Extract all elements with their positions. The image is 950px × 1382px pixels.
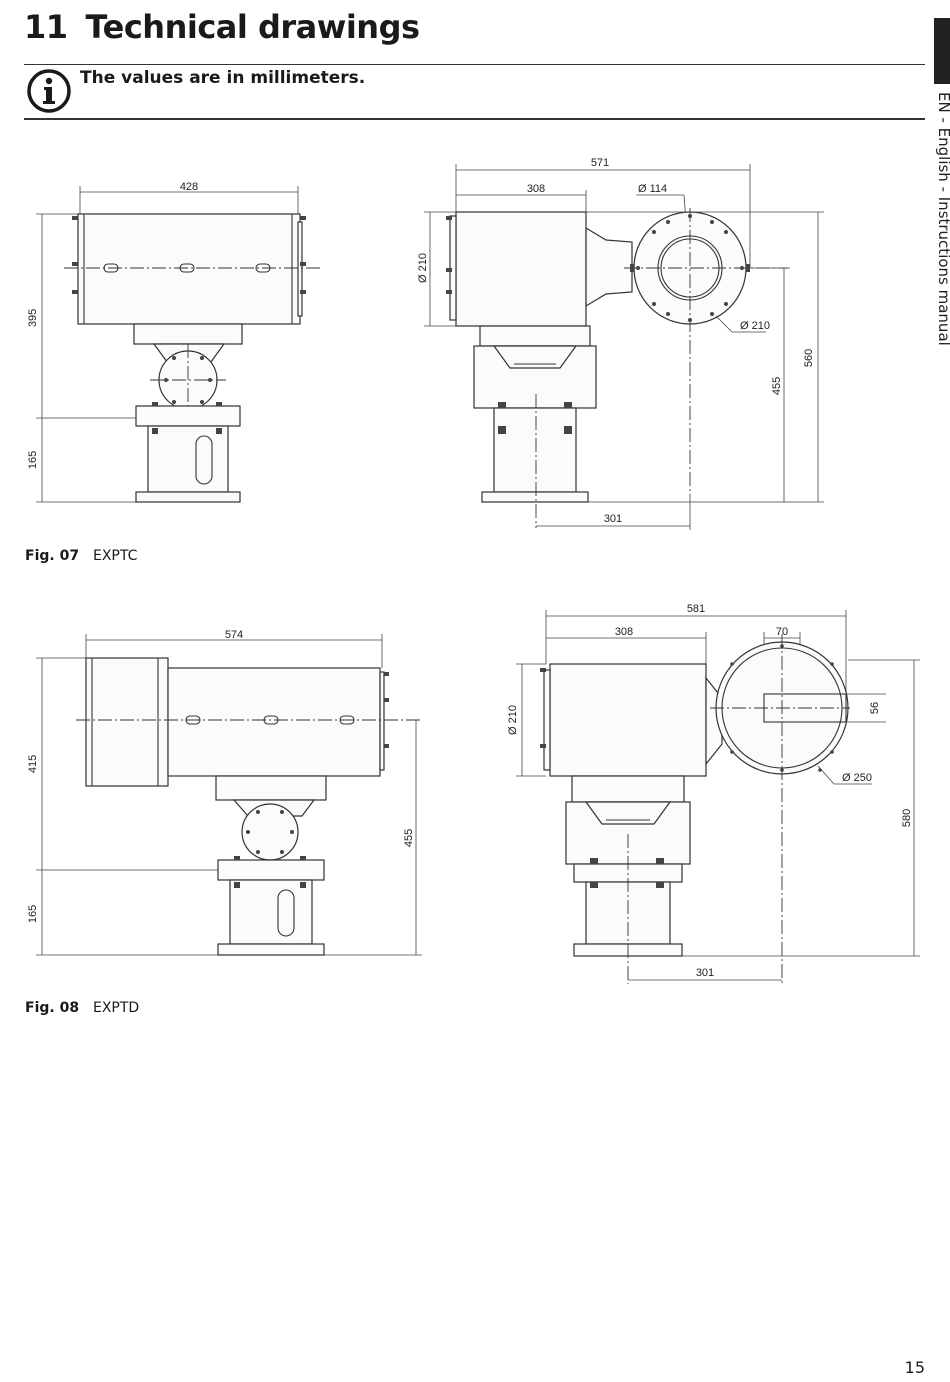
pedestal [229, 879, 313, 945]
camera-housing [167, 667, 381, 777]
dim-overall: 571 [591, 157, 609, 169]
dim-base-offset: 301 [696, 967, 714, 979]
sidebar-tab-marker [934, 18, 950, 84]
dim-lower-height: 165 [27, 451, 39, 469]
fig07-caption: Fig. 07 EXPTC [25, 548, 137, 564]
dim-width: 574 [225, 629, 243, 641]
fig07-label: Fig. 07 [25, 548, 80, 564]
page-number: 15 [904, 1358, 925, 1377]
fig08-model: EXPTD [93, 1000, 140, 1016]
sidebar-language-label: EN - English - Instructions manual [935, 92, 950, 346]
section-title: Technical drawings [85, 8, 421, 46]
dim-housing-dia: Ø 210 [417, 253, 429, 283]
dim-total-height: 580 [901, 809, 913, 827]
tilt-flange [241, 803, 299, 861]
section-number: 11 [24, 8, 68, 46]
dim-upper-height: 415 [27, 755, 39, 773]
fig08-label: Fig. 08 [25, 1000, 80, 1016]
dim-flange-dia: Ø 250 [842, 772, 872, 784]
dim-overall: 581 [687, 603, 705, 615]
dim-small: 56 [869, 702, 881, 714]
pedestal-front [493, 407, 577, 493]
fig07-front-view: 571 308 Ø 114 Ø 210 Ø 210 455 560 30 [417, 157, 824, 530]
info-icon [27, 69, 71, 113]
base-plate [135, 491, 241, 503]
fig08-caption: Fig. 08 EXPTD [25, 1000, 139, 1016]
note-text: The values are in millimeters. [80, 68, 366, 88]
camera-housing-front [549, 663, 707, 777]
fig08-side-view: 574 415 165 455 [27, 629, 422, 956]
pan-head [135, 405, 241, 427]
dim-total-height: 560 [803, 349, 815, 367]
housing-bracket [133, 323, 243, 345]
camera-housing [77, 213, 301, 325]
sunshield-section [85, 657, 169, 787]
camera-housing-front [455, 211, 587, 327]
dim-body: 308 [615, 626, 633, 638]
note-rule [24, 118, 925, 120]
page-title: 11 Technical drawings [24, 8, 420, 46]
pedestal [147, 425, 229, 493]
dim-body: 308 [527, 183, 545, 195]
fig07-side-view: 428 395 165 [27, 181, 320, 503]
dim-housing-dia: Ø 210 [507, 705, 519, 735]
dim-base-offset: 301 [604, 513, 622, 525]
fig08-front-view: 581 308 70 Ø 210 56 Ø 250 580 301 [507, 603, 920, 984]
dim-lower-height: 165 [27, 905, 39, 923]
dim-axis-height: 455 [403, 829, 415, 847]
title-rule [24, 64, 925, 65]
dim-axis-height: 455 [771, 377, 783, 395]
fig07-model: EXPTC [93, 548, 138, 564]
dim-offset: 70 [776, 626, 788, 638]
dim-upper-height: 395 [27, 309, 39, 327]
dim-window-dia: Ø 114 [638, 183, 667, 195]
dim-flange-dia: Ø 210 [740, 320, 770, 332]
dim-width: 428 [180, 181, 198, 193]
pan-head [217, 859, 325, 881]
